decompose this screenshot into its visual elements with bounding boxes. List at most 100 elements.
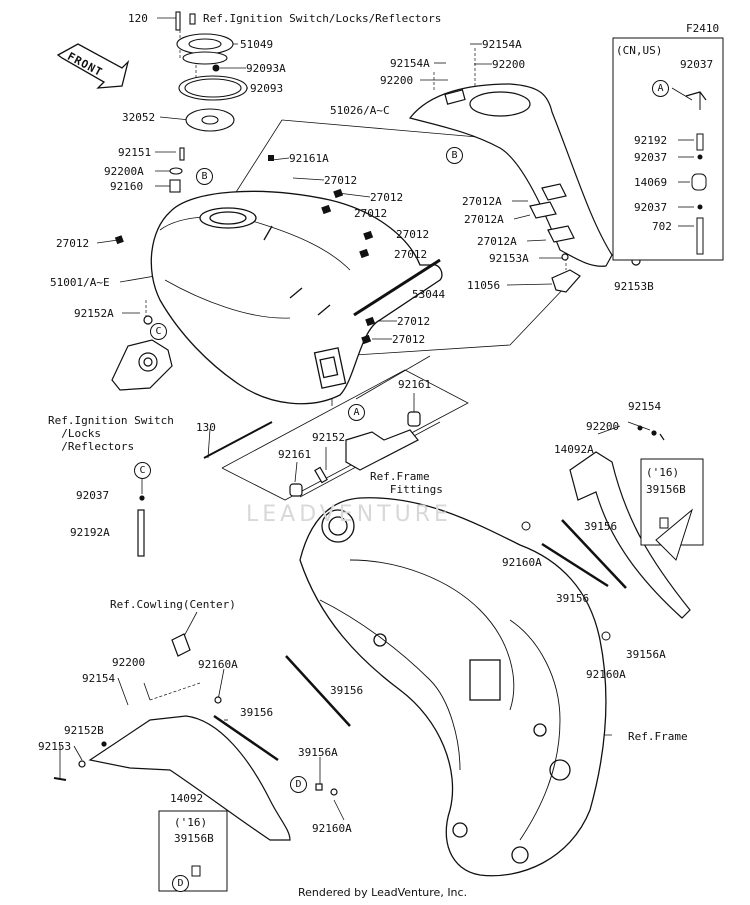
label-92154a-left: 92154A [390,57,430,70]
label-ref-cowling[interactable]: Ref.Cowling(Center) [110,598,236,611]
marker-b-tank: B [196,168,213,185]
label-92152b: 92152B [64,724,104,737]
label-27012-d: 27012 [396,228,430,241]
label-92152: 92152 [312,431,346,444]
ignition-housing [111,315,173,391]
watermark: LEADVENTURE [246,502,452,527]
label-ref-frame[interactable]: Ref.Frame [628,730,688,743]
inset-16-upper-title: ('16) [646,466,680,479]
label-92160a-low: 92160A [198,658,238,671]
label-92152a: 92152A [74,307,114,320]
label-92093a: 92093A [246,62,286,75]
label-39156-r2: 39156 [556,592,590,605]
label-14092a: 14092A [554,443,594,456]
label-27012a-1: 27012A [462,195,502,208]
label-92153b: 92153B [614,280,654,293]
label-92154-low: 92154 [82,672,116,685]
label-130: 130 [196,421,216,434]
label-92093: 92093 [250,82,284,95]
label-39156-r1: 39156 [584,520,618,533]
label-92154a-right: 92154A [482,38,522,51]
bracket-11056 [551,253,641,293]
fairing-14092 [53,633,338,841]
label-92151: 92151 [118,146,152,159]
label-ref-frame-fittings[interactable]: Ref.Frame Fittings [370,470,443,496]
washers [521,425,643,641]
label-27012-b: 27012 [370,191,404,204]
label-14092: 14092 [170,792,204,805]
marker-d-inset: D [172,875,189,892]
side-cover-51026 [408,83,613,267]
label-27012-e: 27012 [394,248,428,261]
front-arrow-icon [56,43,130,89]
label-ref-ignition-bottom[interactable]: Ref.Ignition Switch /Locks /Reflectors [48,414,174,453]
label-39156a-low: 39156A [298,746,338,759]
label-92161a: 92161A [289,152,329,165]
label-92200a: 92200A [104,165,144,178]
label-27012a-3: 27012A [477,235,517,248]
label-39156a-r: 39156A [626,648,666,661]
marker-c-tank: C [150,323,167,340]
label-92160a-r1: 92160A [502,556,542,569]
inset-16-upper-part: 39156B [646,483,686,496]
inset-16-lower-title: ('16) [174,816,208,829]
marker-b-cover: B [446,147,463,164]
label-27012-left: 27012 [56,237,90,250]
fuel-tank [150,190,443,405]
label-92153: 92153 [38,740,72,753]
marker-a-inset: A [652,80,669,97]
damper-pads [114,155,376,345]
inset-part-3: 92037 [634,151,668,164]
inset-cn-us-box [612,37,724,261]
label-39156-low1: 39156 [330,684,364,697]
label-92161-right: 92161 [398,378,432,391]
fuel-cap-assembly [169,11,248,193]
fairing-14092a [569,430,691,619]
label-92037-left: 92037 [76,489,110,502]
label-ref-ignition-top[interactable]: Ref.Ignition Switch/Locks/Reflectors [203,12,442,25]
inset-16-lower-box [158,810,228,892]
label-51001: 51001/A~E [50,276,110,289]
label-92192a: 92192A [70,526,110,539]
label-11056: 11056 [467,279,501,292]
label-92160a-r2: 92160A [586,668,626,681]
main-frame [299,497,607,877]
mount-parts-middle [137,411,421,557]
label-51049: 51049 [240,38,274,51]
label-32052: 32052 [122,111,156,124]
label-120: 120 [128,12,148,25]
footer-credit: Rendered by LeadVenture, Inc. [298,886,468,899]
marker-c-hose: C [134,462,151,479]
label-92160: 92160 [110,180,144,193]
rubber-strips [213,519,627,762]
inset-16-lower-part: 39156B [174,832,214,845]
marker-d-fairing: D [290,776,307,793]
label-92200-left: 92200 [380,74,414,87]
label-92154-right: 92154 [628,400,662,413]
label-51026: 51026/A~C [330,104,390,117]
label-92153a: 92153A [489,252,529,265]
inset-part-1: 92037 [680,58,714,71]
label-27012-g: 27012 [392,333,426,346]
label-92200-right-low: 92200 [586,420,620,433]
label-92200-low: 92200 [112,656,146,669]
inset-part-6: 702 [652,220,672,233]
inset-16-upper-box [640,458,704,561]
label-27012-a: 27012 [324,174,358,187]
inset-part-5: 92037 [634,201,668,214]
inset-part-4: 14069 [634,176,668,189]
figure-code: F2410 [686,22,720,35]
label-92161-lower: 92161 [278,448,312,461]
label-92160a-low2: 92160A [312,822,352,835]
label-27012-f: 27012 [397,315,431,328]
label-39156-low2: 39156 [240,706,274,719]
inset-part-2: 92192 [634,134,668,147]
rod-53044 [353,258,441,317]
label-92200-right: 92200 [492,58,526,71]
label-53044: 53044 [412,288,446,301]
label-27012a-2: 27012A [464,213,504,226]
marker-a-tank: A [348,404,365,421]
inset-cn-us-title: (CN,US) [616,44,663,57]
label-27012-c: 27012 [354,207,388,220]
